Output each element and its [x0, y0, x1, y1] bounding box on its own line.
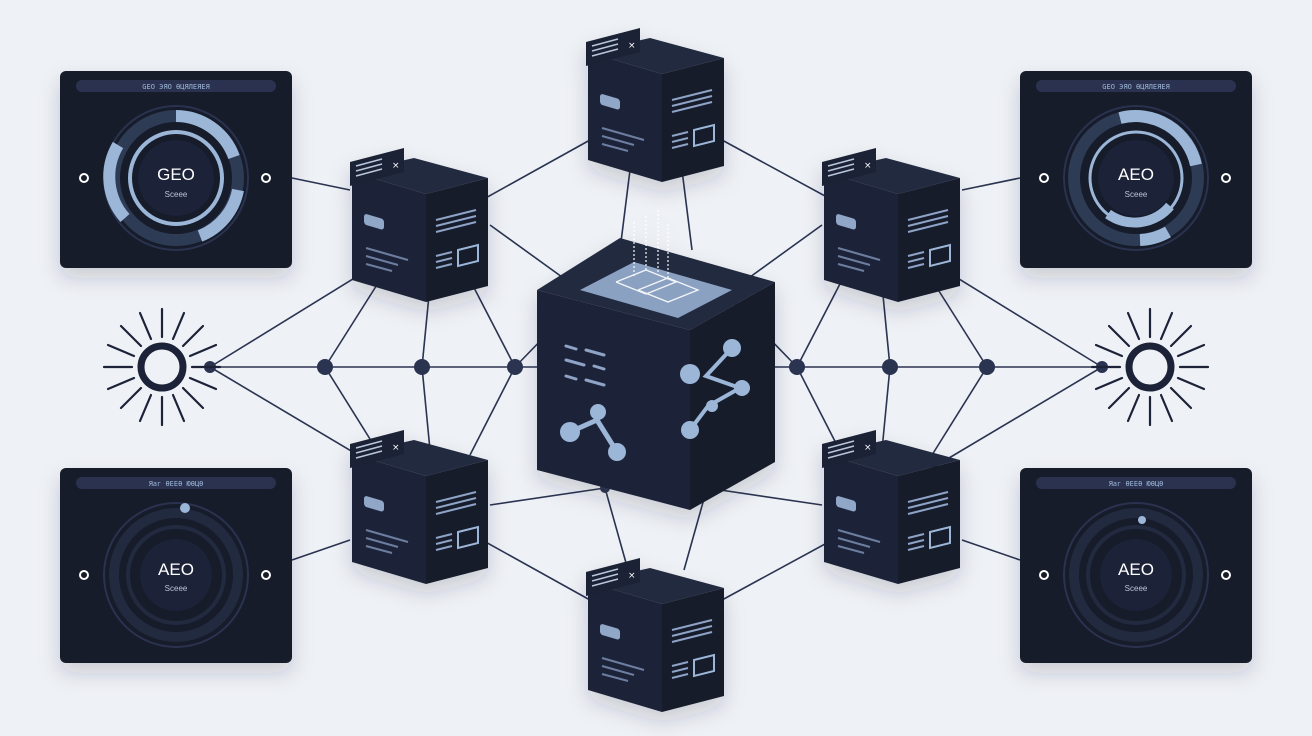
panel-title: GEO ЭЯО ӨЦЯЛЕЯЕЯ [1102, 83, 1169, 91]
server-upper-right [821, 147, 961, 303]
score-marker-dot [180, 503, 190, 513]
left-sun-icon [102, 307, 222, 427]
score-label: AEO [158, 560, 194, 579]
score-sublabel: Sceee [1125, 584, 1148, 593]
graph-nodes-icon [560, 404, 626, 461]
right-circle-icon[interactable] [261, 173, 271, 183]
server-lower-right [821, 429, 961, 585]
right-circle-icon[interactable] [261, 570, 271, 580]
server-upper-left [349, 147, 489, 303]
panel-title: Яаг ӨЕЕӨ ЮӨЦӨ [149, 480, 204, 488]
score-marker-dot [1138, 516, 1146, 524]
score-panel-bottom-left: Яаг ӨЕЕӨ ЮӨЦӨ AEO Sceee [60, 468, 292, 663]
right-circle-icon[interactable] [1221, 173, 1231, 183]
network-path-icon [680, 339, 750, 439]
left-circle-icon[interactable] [1039, 173, 1049, 183]
server-lower-left [349, 429, 489, 585]
panel-title: Яаг ӨЕЕӨ ЮӨЦӨ [1109, 480, 1164, 488]
score-label: GEO [157, 165, 195, 184]
score-panel-bottom-right: Яаг ӨЕЕӨ ЮӨЦӨ AEO Sceee [1020, 468, 1252, 663]
right-circle-icon[interactable] [1221, 570, 1231, 580]
left-circle-icon[interactable] [79, 173, 89, 183]
left-circle-icon[interactable] [79, 570, 89, 580]
score-panel-top-right: GEO ЭЯО ӨЦЯЛЕЯЕЯ AEO Sceee [1020, 71, 1252, 268]
panel-title: GEO ЭЯО ӨЦЯЛЕЯЕЯ [142, 83, 209, 91]
server-bottom [585, 557, 725, 713]
score-label: AEO [1118, 560, 1154, 579]
right-sun-icon [1090, 307, 1210, 427]
central-cube [537, 208, 775, 510]
left-circle-icon[interactable] [1039, 570, 1049, 580]
server-top [585, 27, 725, 183]
score-panel-top-left: GEO ЭЯО ӨЦЯЛЕЯЕЯ GEO Sceee [60, 71, 292, 268]
score-sublabel: Sceee [1125, 190, 1148, 199]
score-label: AEO [1118, 165, 1154, 184]
score-sublabel: Sceee [165, 190, 188, 199]
score-sublabel: Sceee [165, 584, 188, 593]
